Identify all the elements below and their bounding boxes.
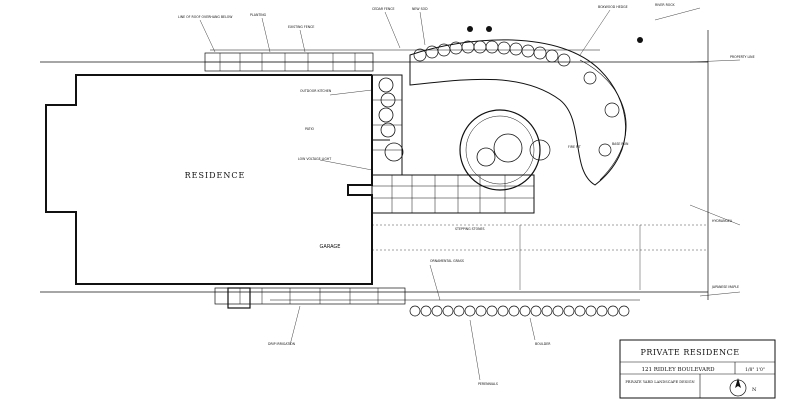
title-block-scale: 1/8" 1'0" [745, 367, 765, 373]
note-7: RIVER ROCK [655, 3, 676, 7]
property-lines [40, 30, 709, 301]
north-arrow-pointer-icon [735, 378, 741, 388]
shrub-row-north [413, 40, 571, 67]
note-2: PLANTING [250, 13, 267, 17]
residence-footprint: RESIDENCE GARAGE [45, 74, 390, 285]
note-8: OUTDOOR KITCHEN [300, 89, 332, 93]
accent-shrubs [467, 26, 643, 157]
note-19: DRIP IRRIGATION [268, 342, 296, 346]
note-20: PERENNIALS [478, 382, 498, 386]
note-17: BOULDER [535, 342, 551, 346]
title-block-subtitle: PRIVATE YARD LANDSCAPE DESIGN [625, 380, 694, 384]
title-block: PRIVATE RESIDENCE 121 RIDLEY BOULEVARD P… [619, 339, 776, 399]
note-15: JAPANESE MAPLE [711, 285, 739, 289]
note-6: BOXWOOD HEDGE [598, 5, 628, 9]
note-5: NEW SOD [412, 7, 428, 11]
fire-pit-garden [459, 109, 551, 191]
annotation-leaders [199, 7, 741, 381]
note-12: STEPPING STONES [455, 227, 485, 231]
annotation-notes: LINE OF ROOF OVERHANG BELOW PLANTING EXI… [178, 3, 755, 386]
patio-paving [371, 74, 535, 214]
shrub-column-west [378, 77, 404, 162]
note-16: ORNAMENTAL GRASS [430, 259, 464, 263]
lawn-lines [372, 224, 708, 290]
note-14: HYDRANGEA [712, 219, 733, 223]
title-block-title: PRIVATE RESIDENCE [640, 348, 739, 357]
note-18: PROPERTY LINE [730, 55, 755, 59]
note-9: PATIO [305, 127, 315, 131]
note-4: CEDAR FENCE [372, 7, 395, 11]
note-1: LINE OF ROOF OVERHANG BELOW [178, 15, 233, 19]
note-3: EXISTING FENCE [288, 25, 314, 29]
residence-label: RESIDENCE [185, 171, 246, 180]
note-11: LOW VOLTAGE LIGHT [298, 157, 331, 161]
curved-garden-bed [409, 39, 627, 186]
stone-band-south [214, 287, 406, 309]
title-block-address: 121 RIDLEY BOULEVARD [641, 367, 715, 373]
note-10: FIRE PIT [568, 145, 581, 149]
stone-band-north [204, 52, 374, 72]
shrub-row-south [409, 305, 630, 317]
north-label: N [752, 387, 757, 393]
garage-label: GARAGE [320, 244, 341, 250]
note-13: BASE RUN [612, 142, 629, 146]
